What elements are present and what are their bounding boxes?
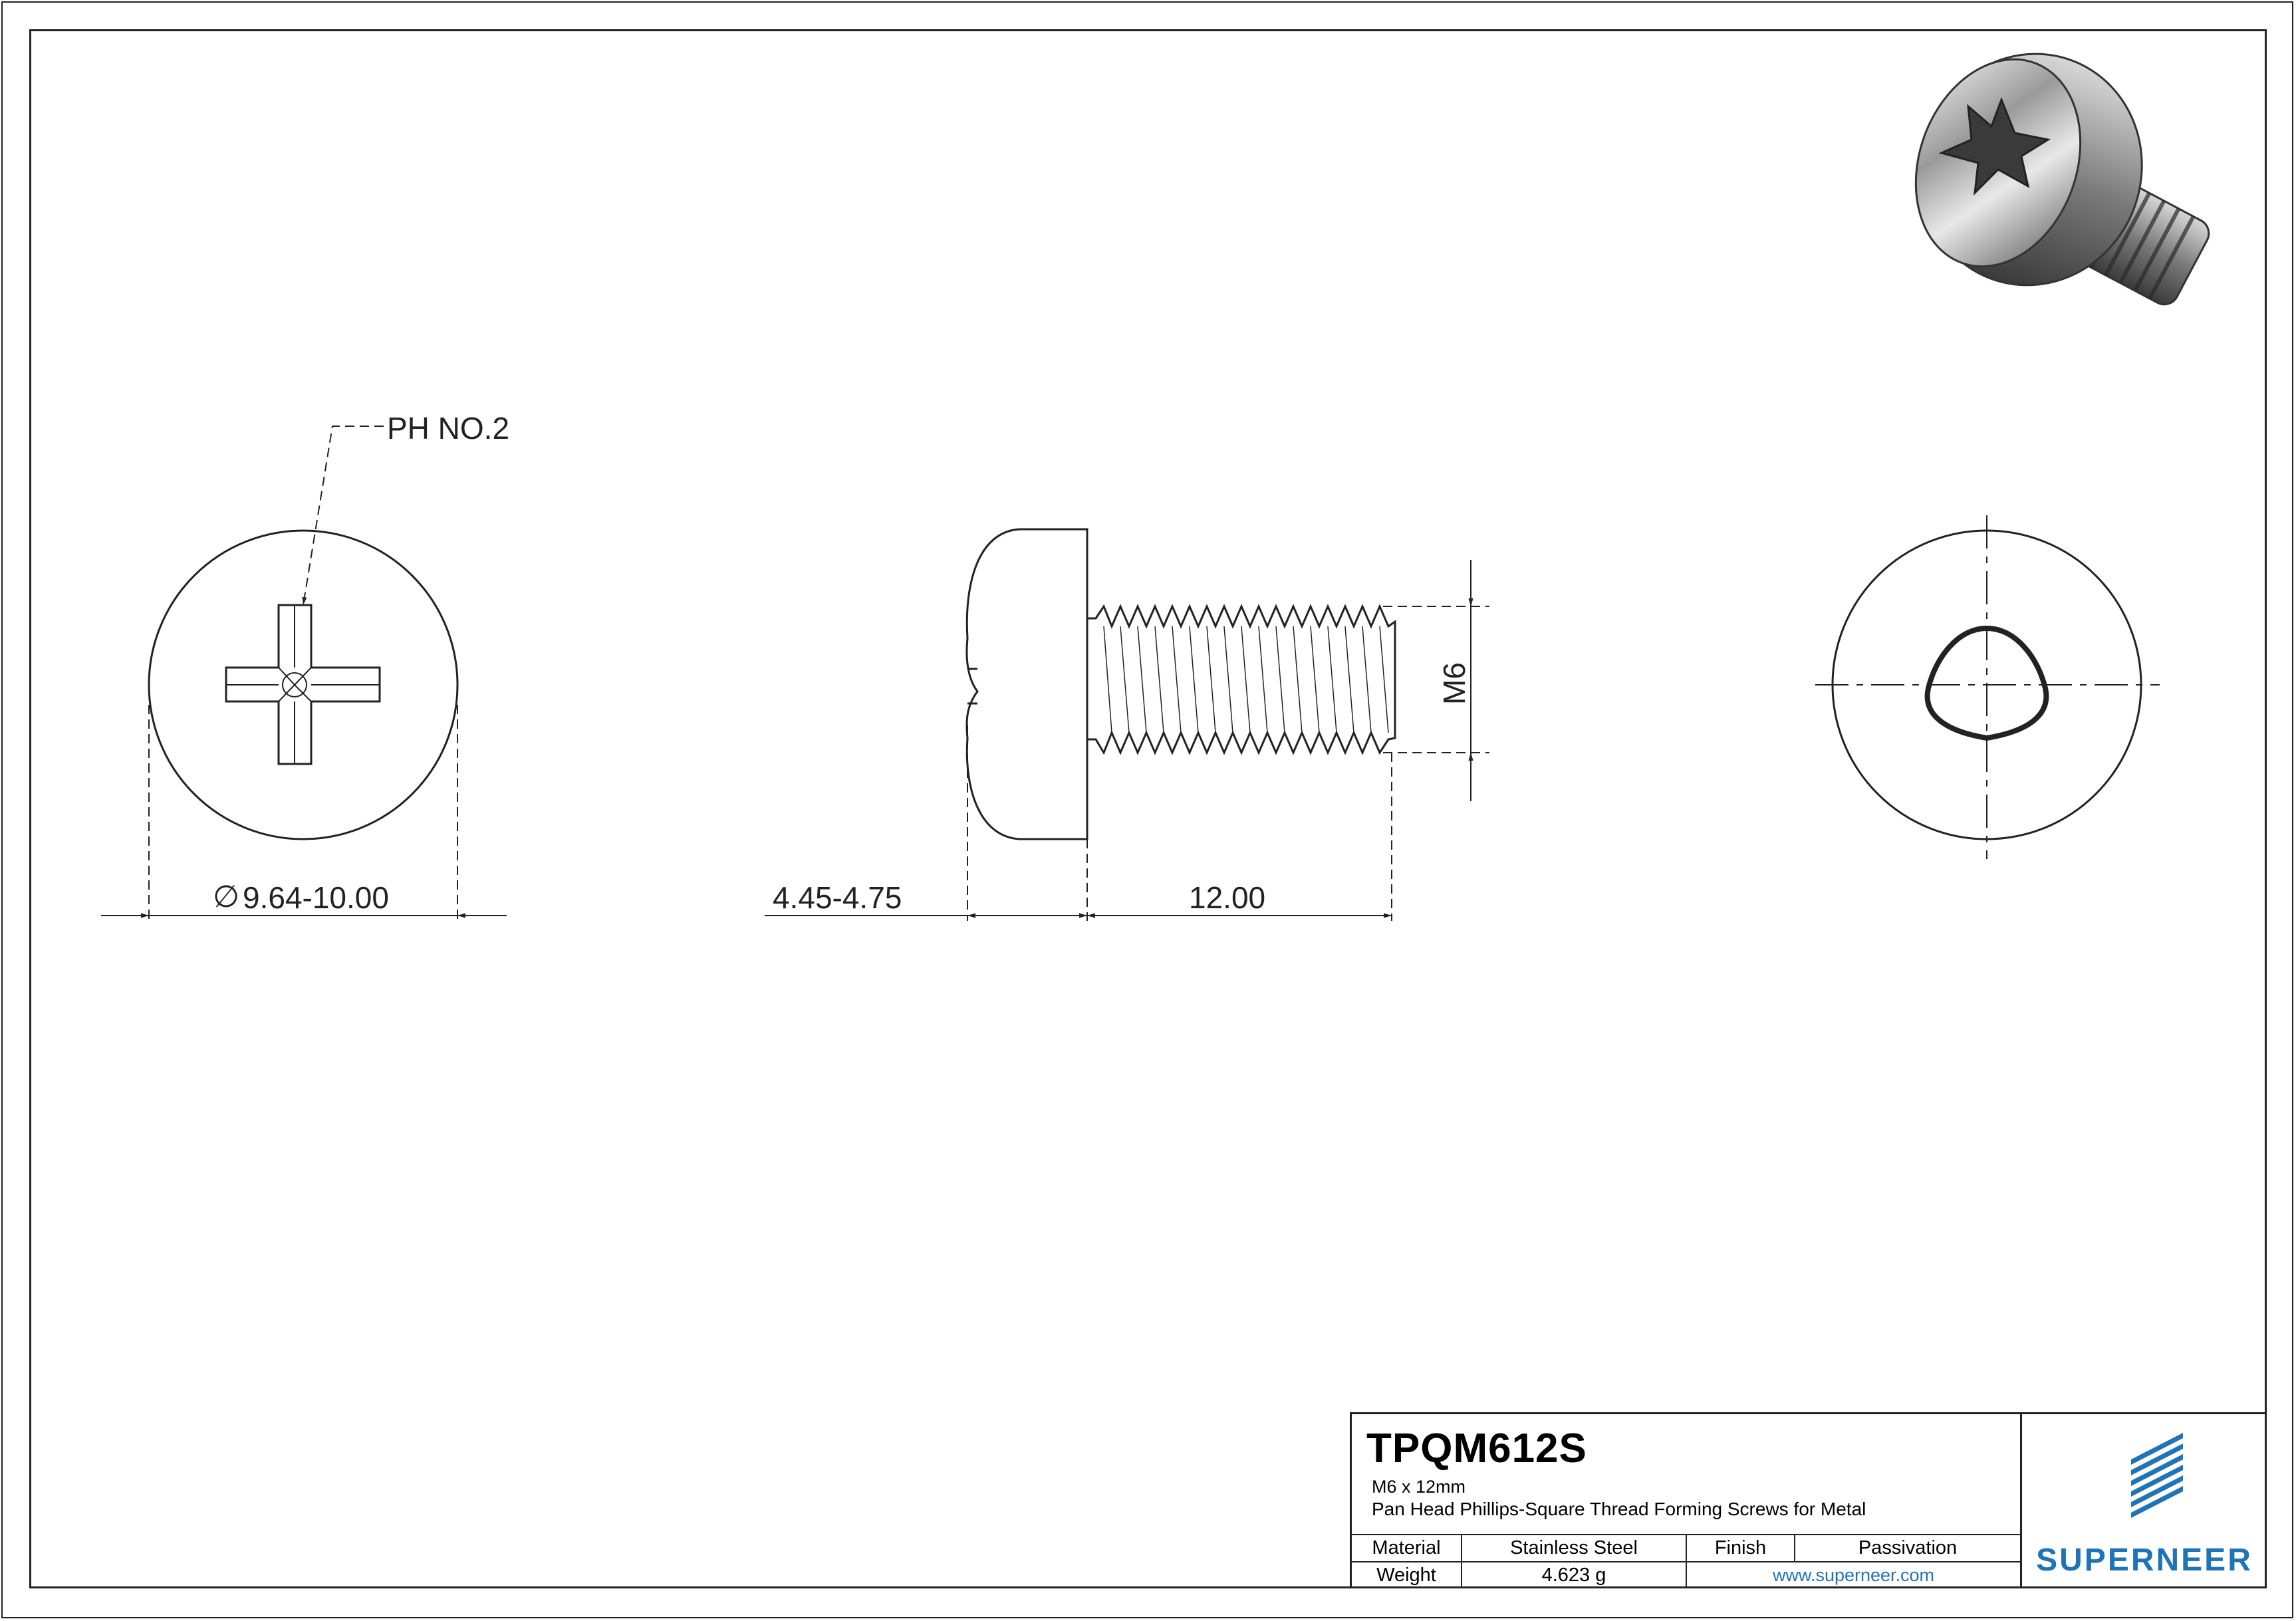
finish-label: Finish [1687,1535,1795,1561]
drawing-frame [29,29,2267,1588]
spec-row-weight: Weight 4.623 g www.superneer.com [1352,1561,2020,1588]
thread-dimension [1383,560,1489,801]
screw-3d-render [1914,53,2210,306]
drive-leader [302,426,384,606]
website-link[interactable]: www.superneer.com [1772,1565,1935,1585]
top-view [148,529,459,840]
head-outline [148,529,459,840]
render-recess [1938,96,2051,196]
finish-value: Passivation [1858,1537,1958,1559]
part-size: M6 x 12mm [1372,1477,1466,1497]
trilobular-section [1924,625,2049,741]
weight-value: 4.623 g [1462,1562,1687,1588]
side-view [965,528,1396,840]
thread-label: M6 [1437,662,1471,705]
material-value: Stainless Steel [1462,1535,1687,1561]
spec-row-material: Material Stainless Steel Finish Passivat… [1352,1534,2020,1561]
part-description: Pan Head Phillips-Square Thread Forming … [1372,1499,1866,1519]
material-label: Material [1352,1535,1462,1561]
head-diameter-dimension [101,705,507,921]
length-label: 12.00 [1189,880,1265,915]
spec-table: Material Stainless Steel Finish Passivat… [1352,1534,2020,1588]
diameter-symbol: ∅ [213,879,239,914]
head-diameter-label: 9.64-10.00 [243,880,389,915]
head-profile [965,528,1088,840]
weight-label: Weight [1352,1562,1462,1588]
head-height-label: 4.45-4.75 [773,880,902,915]
part-number: TPQM612S [1366,1426,1587,1471]
length-dimension [765,725,1392,921]
end-view [1815,515,2160,859]
brand-logo: SUPERNEER [2022,1414,2267,1588]
thread-helix-lines [1103,626,1389,733]
logo-mark-icon [2131,1433,2183,1518]
title-block: TPQM612S M6 x 12mm Pan Head Phillips-Squ… [1350,1412,2267,1588]
title-block-main: TPQM612S M6 x 12mm Pan Head Phillips-Squ… [1352,1414,2022,1588]
thread-profile [1087,604,1396,755]
brand-name: SUPERNEER [2036,1543,2253,1578]
drive-callout: PH NO.2 [387,411,509,445]
